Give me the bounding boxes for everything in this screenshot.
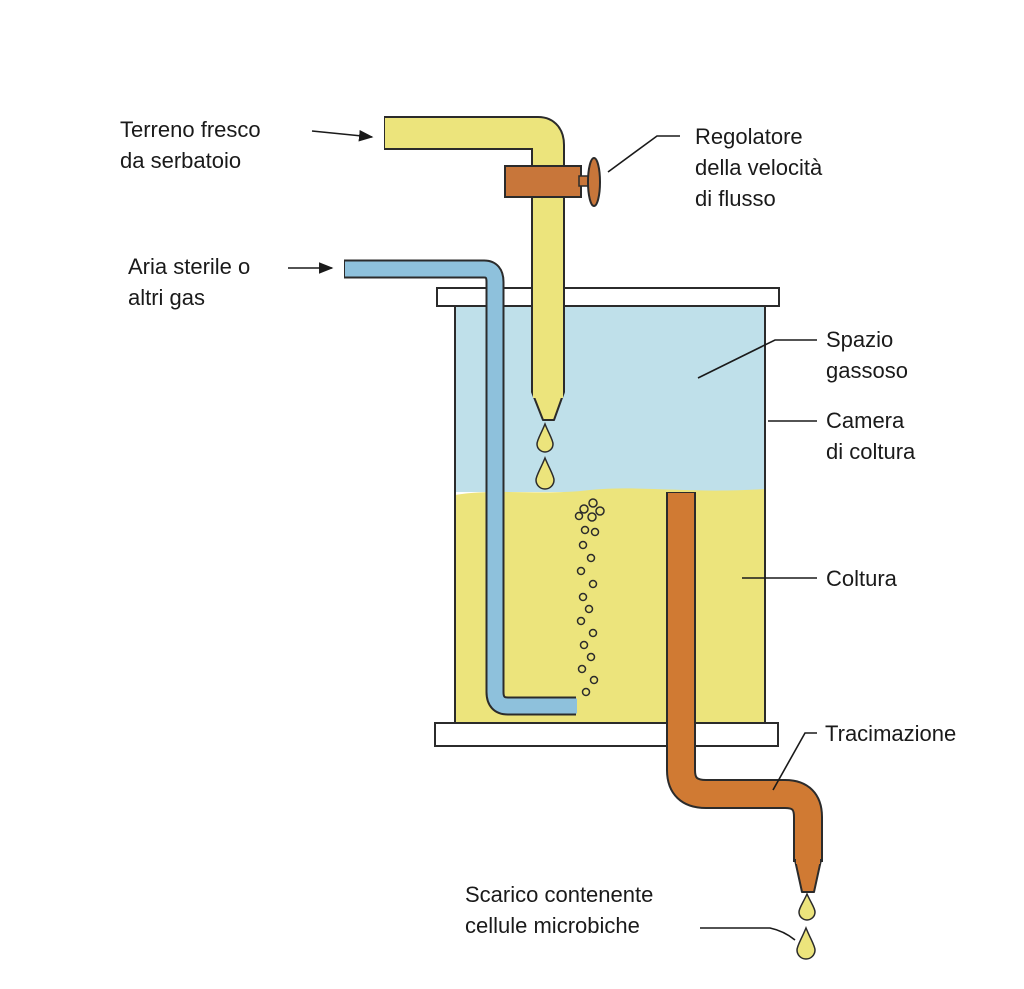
gas-bubbles <box>574 498 605 697</box>
bubble-icon <box>584 604 594 614</box>
bottom-plate <box>434 722 779 747</box>
gas-space-leader <box>697 339 817 379</box>
bubble-icon <box>580 525 590 535</box>
leader-lines <box>288 129 817 941</box>
bubble-icon <box>588 579 598 589</box>
droplet-icon <box>535 456 555 490</box>
label-overflow: Tracimazione <box>825 721 957 746</box>
effluent-droplets <box>796 892 816 960</box>
valve-knob-icon <box>587 157 601 207</box>
label-flow-regulator: Regolatore della velocità di flusso <box>695 124 823 211</box>
top-plate <box>436 287 780 307</box>
label-effluent: Scarico contenente cellule microbiche <box>465 882 654 938</box>
bubble-icon <box>576 616 586 626</box>
bubble-icon <box>590 527 600 537</box>
bubble-icon <box>578 592 588 602</box>
bubble-icon <box>579 640 589 650</box>
bubble-icon <box>576 566 586 576</box>
label-air-inlet: Aria sterile o altri gas <box>128 254 251 310</box>
label-culture-chamber: Camera di coltura <box>826 408 916 464</box>
air-inlet-tube <box>344 259 577 716</box>
effluent-leader <box>700 927 796 941</box>
overflow-leader <box>772 732 817 791</box>
bubble-icon <box>586 553 596 563</box>
bubble-icon <box>588 498 598 508</box>
bubble-icon <box>587 512 597 522</box>
droplet-icon <box>798 892 816 921</box>
label-gas-space: Spazio gassoso <box>826 327 908 383</box>
flow-regulator-valve <box>504 157 601 207</box>
bubble-icon <box>577 664 587 674</box>
bubble-icon <box>595 506 605 516</box>
label-culture: Coltura <box>826 566 897 591</box>
overflow-tube <box>666 492 823 893</box>
gas-space <box>455 305 765 492</box>
bubble-icon <box>574 511 584 521</box>
bubble-icon <box>578 540 588 550</box>
droplet-icon <box>796 926 816 960</box>
bubble-icon <box>589 675 599 685</box>
medium-supply-tube <box>384 116 565 421</box>
bubble-icon <box>586 652 596 662</box>
regulator-leader <box>607 135 680 173</box>
bubble-icon <box>581 687 591 697</box>
label-fresh-medium: Terreno fresco da serbatoio <box>120 117 261 173</box>
bubble-icon <box>579 504 589 514</box>
bubble-icon <box>588 628 598 638</box>
arrow-right-icon <box>311 129 374 142</box>
droplet-icon <box>536 421 554 453</box>
medium-droplets <box>535 421 555 490</box>
